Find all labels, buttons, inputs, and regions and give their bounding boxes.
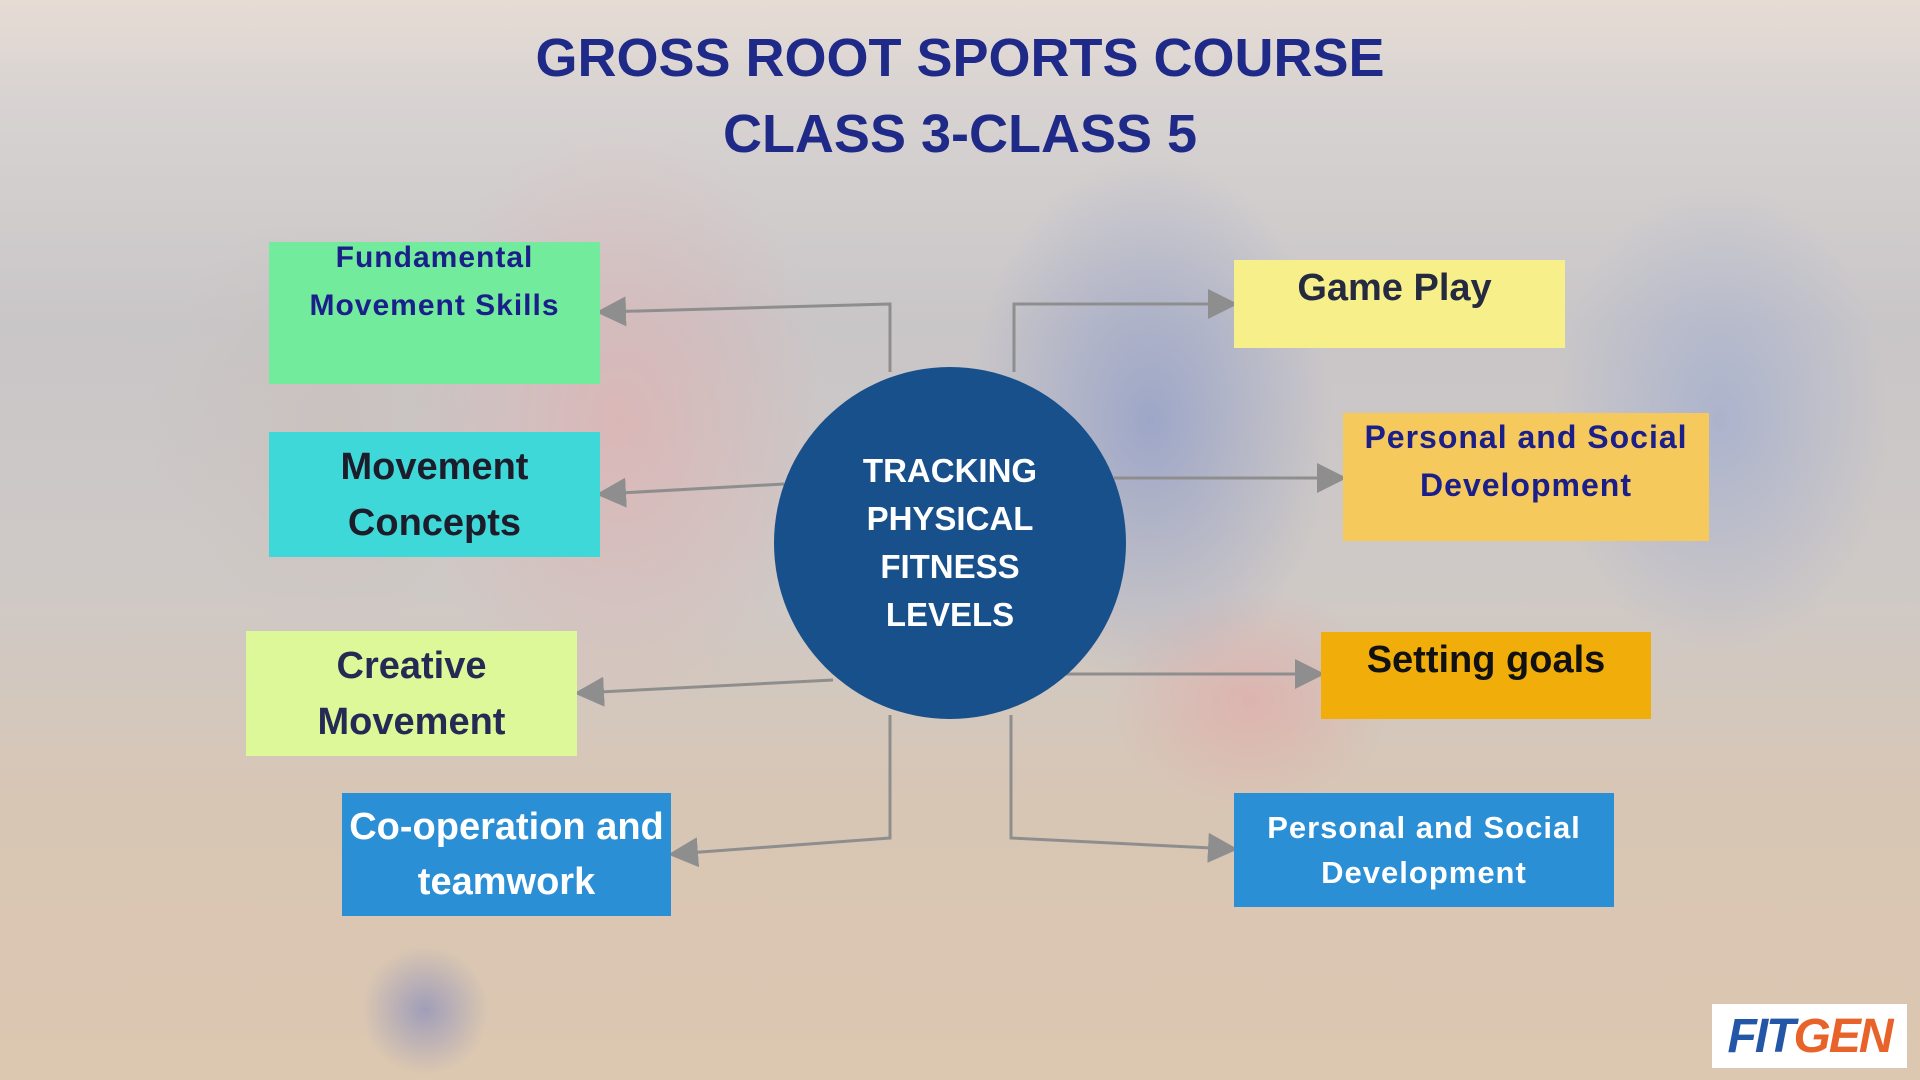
- connector-game-play: [1012, 289, 1238, 372]
- connector-fundamental: [596, 296, 892, 372]
- connector-personal-social-2: [1009, 715, 1238, 863]
- connector-cooperation: [668, 715, 892, 868]
- box-text: Development: [1321, 855, 1527, 890]
- circle-text: FITNESS: [880, 548, 1020, 585]
- box-cooperation-teamwork: Co-operation and teamwork: [342, 793, 671, 916]
- box-text: Game Play: [1297, 267, 1492, 309]
- box-personal-social-development-1: Personal and Social Development: [1343, 413, 1709, 541]
- box-text: Co-operation and: [349, 805, 664, 848]
- title-line-1: GROSS ROOT SPORTS COURSE: [535, 28, 1385, 88]
- box-text: Personal and Social: [1267, 810, 1581, 845]
- title-line-2: CLASS 3-CLASS 5: [722, 104, 1198, 164]
- circle-text: PHYSICAL: [866, 500, 1034, 537]
- box-personal-social-development-2: Personal and Social Development: [1234, 793, 1614, 907]
- box-game-play: Game Play: [1234, 260, 1565, 348]
- box-text: Development: [1420, 467, 1632, 503]
- circle-text: LEVELS: [885, 596, 1015, 633]
- fitgen-logo: FIT GEN: [1712, 1004, 1907, 1068]
- circle-text: TRACKING: [862, 452, 1038, 489]
- box-text: Personal and Social: [1364, 419, 1688, 455]
- box-text: teamwork: [417, 860, 596, 903]
- box-text: Movement: [340, 445, 529, 488]
- box-fundamental-movement-skills: Fundamental Movement Skills: [269, 241, 600, 384]
- center-circle-tracking-fitness: TRACKING PHYSICAL FITNESS LEVELS: [774, 367, 1126, 719]
- box-text: Movement Skills: [309, 289, 560, 322]
- box-creative-movement: Creative Movement: [246, 631, 577, 756]
- logo-text-fit: FIT: [1727, 1009, 1796, 1063]
- box-text: Creative: [336, 644, 487, 687]
- box-movement-concepts: Movement Concepts: [269, 432, 600, 557]
- connector-creative: [574, 676, 834, 707]
- box-text: Setting goals: [1366, 639, 1606, 681]
- box-setting-goals: Setting goals: [1321, 632, 1651, 719]
- box-text: Fundamental: [335, 241, 534, 274]
- box-text: Concepts: [347, 501, 522, 544]
- logo-text-gen: GEN: [1793, 1009, 1893, 1063]
- connector-movement-concepts: [596, 477, 785, 508]
- box-text: Movement: [317, 700, 506, 743]
